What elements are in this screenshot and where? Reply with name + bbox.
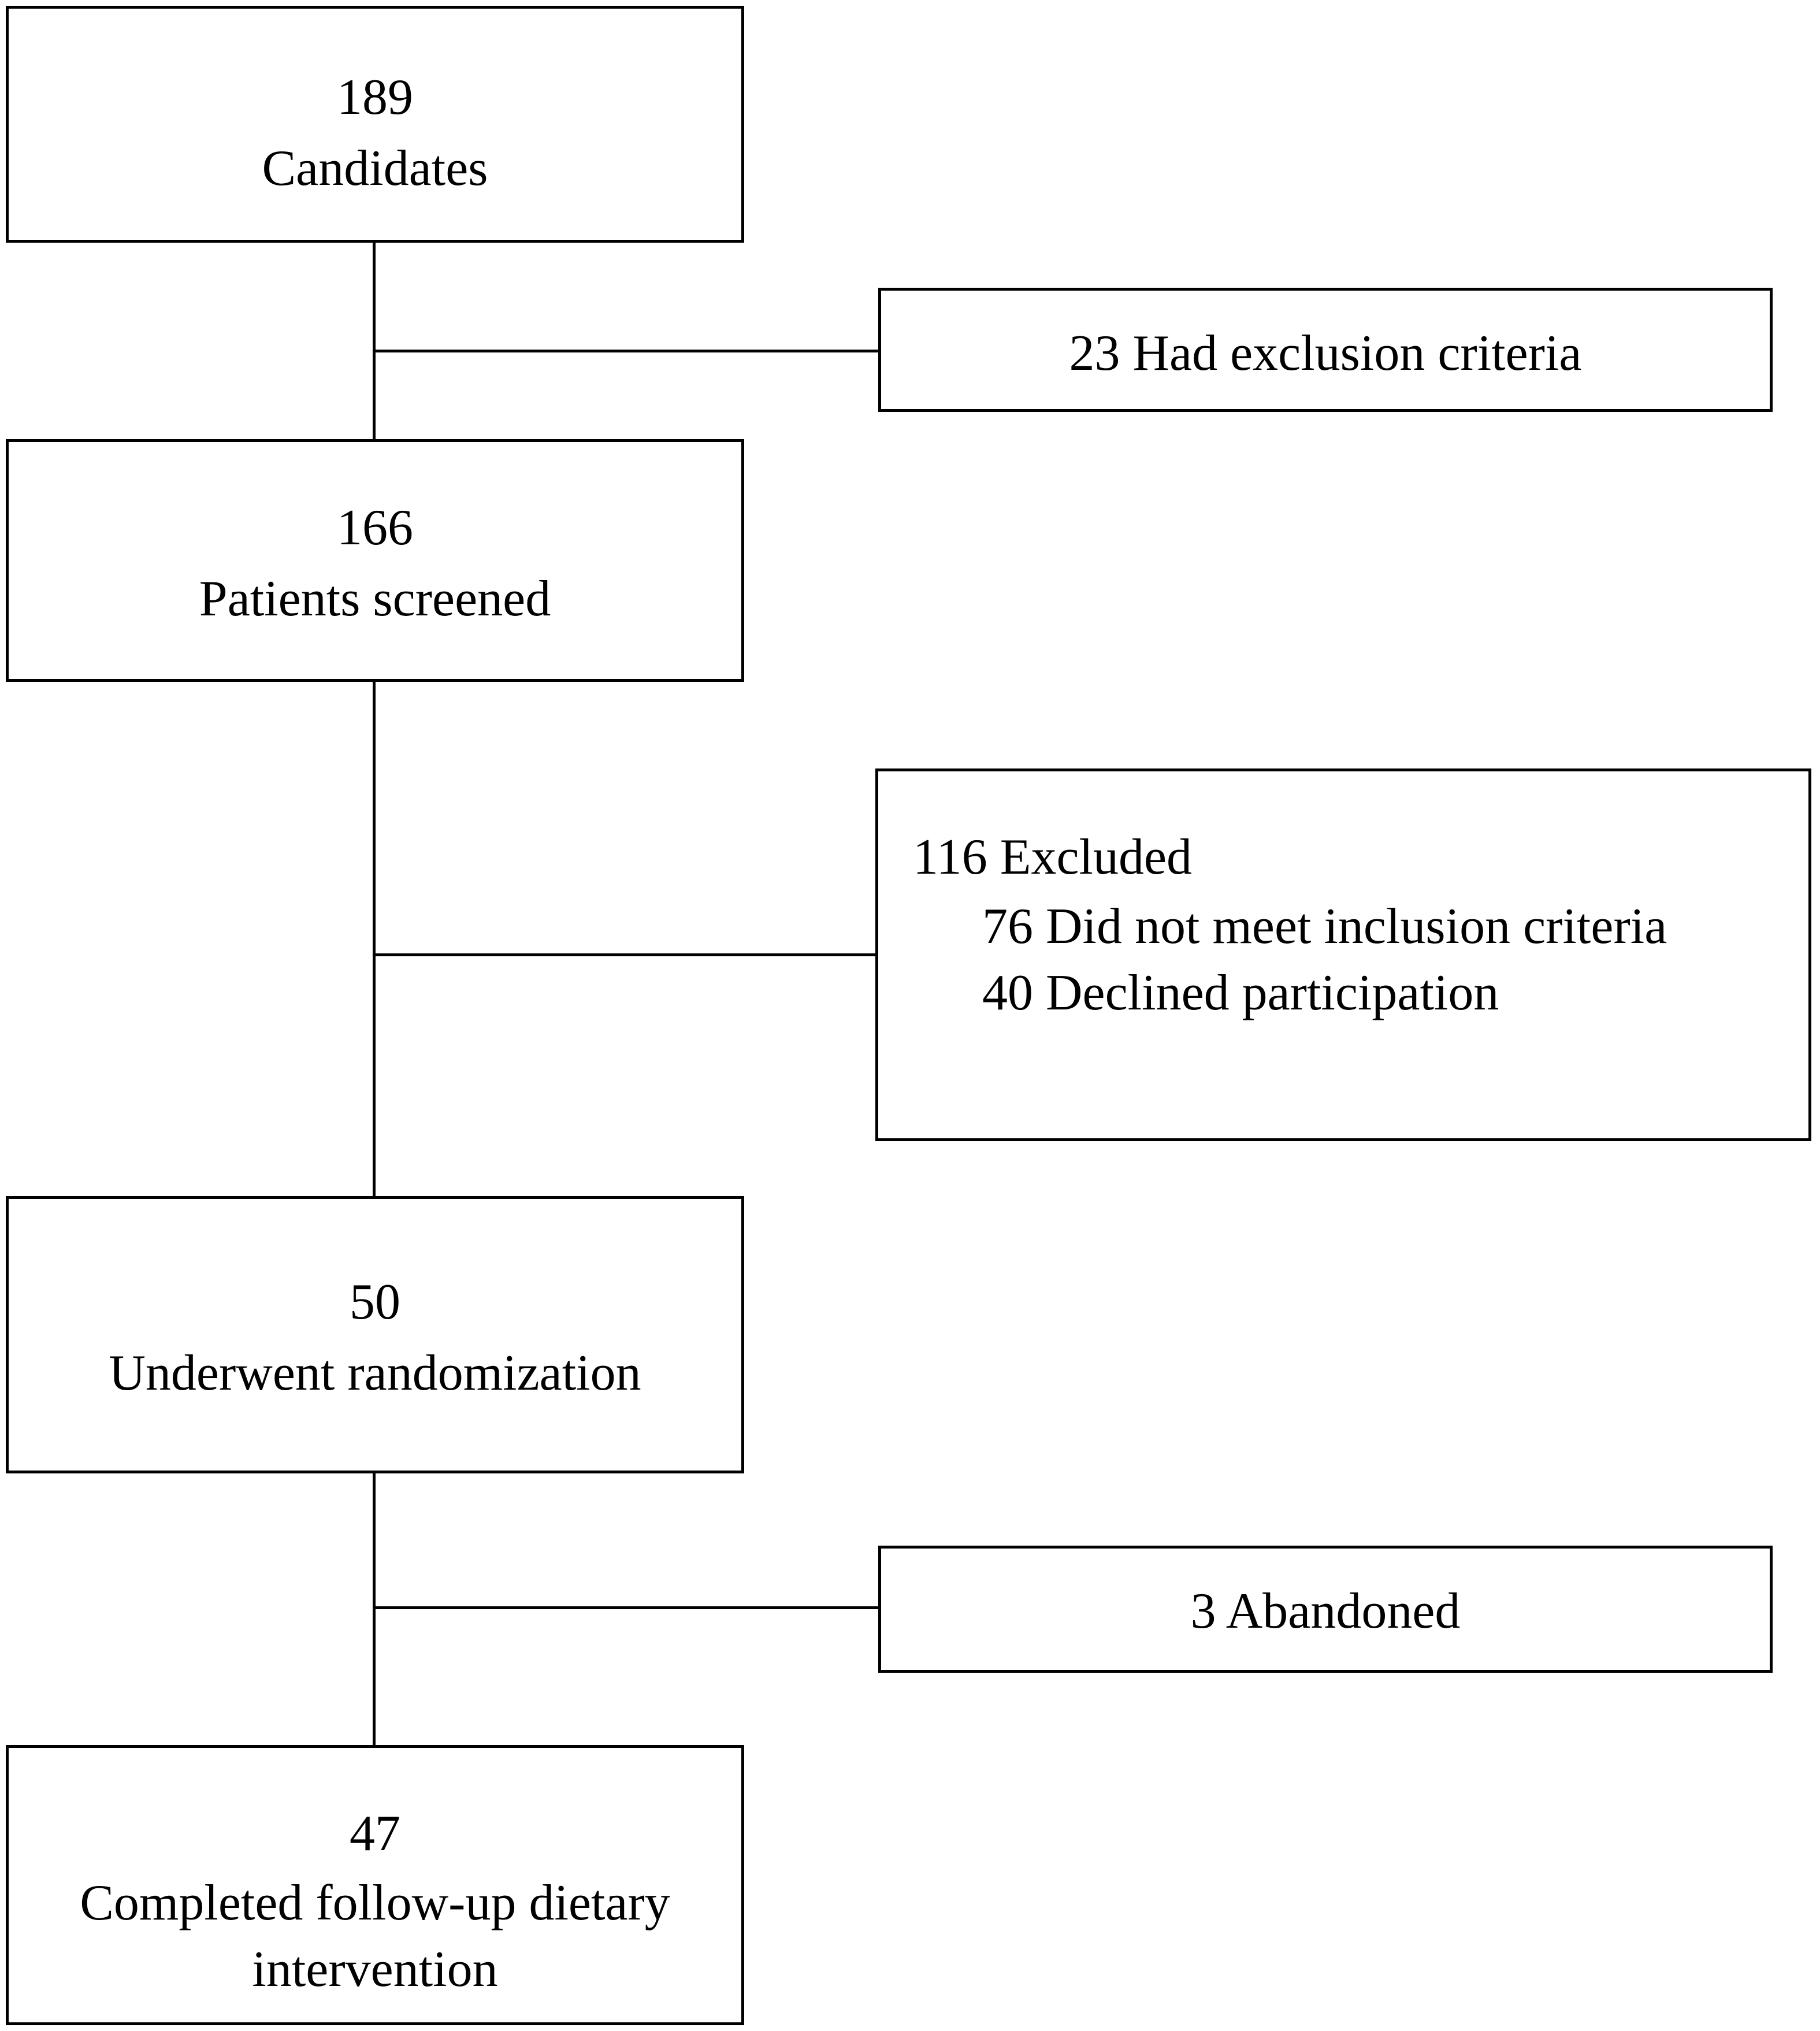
completed-box: 47 Completed follow-up dietary intervent…	[6, 1745, 744, 2025]
abandoned-branch-line	[373, 1606, 878, 1609]
candidates-count: 189	[337, 69, 413, 125]
completed-count: 47	[350, 1806, 400, 1862]
exclusion-criteria-box: 23 Had exclusion criteria	[878, 288, 1773, 412]
exclusion-criteria-text: 23 Had exclusion criteria	[1069, 325, 1582, 381]
abandoned-box: 3 Abandoned	[878, 1546, 1773, 1673]
screened-label: Patients screened	[199, 571, 551, 627]
excluded-branch-line	[373, 953, 875, 956]
excluded-reason-declined: 40 Declined participation	[982, 965, 1499, 1021]
patients-screened-box: 166 Patients screened	[6, 439, 744, 682]
excluded-reason-inclusion: 76 Did not meet inclusion criteria	[982, 898, 1667, 955]
candidates-box: 189 Candidates	[6, 6, 744, 243]
completed-label-line1: Completed follow-up dietary	[80, 1875, 670, 1931]
abandoned-text: 3 Abandoned	[1190, 1583, 1461, 1639]
randomization-label: Underwent randomization	[109, 1345, 641, 1401]
screened-count: 166	[337, 500, 413, 556]
completed-label-line2: intervention	[252, 1941, 498, 1997]
candidates-label: Candidates	[262, 140, 488, 196]
excluded-box: 116 Excluded 76 Did not meet inclusion c…	[875, 768, 1811, 1141]
randomization-box: 50 Underwent randomization	[6, 1196, 744, 1473]
excluded-title: 116 Excluded	[913, 829, 1193, 885]
main-connector-line	[373, 243, 376, 1745]
randomization-count: 50	[350, 1274, 400, 1330]
exclusion-branch-line	[373, 350, 878, 352]
